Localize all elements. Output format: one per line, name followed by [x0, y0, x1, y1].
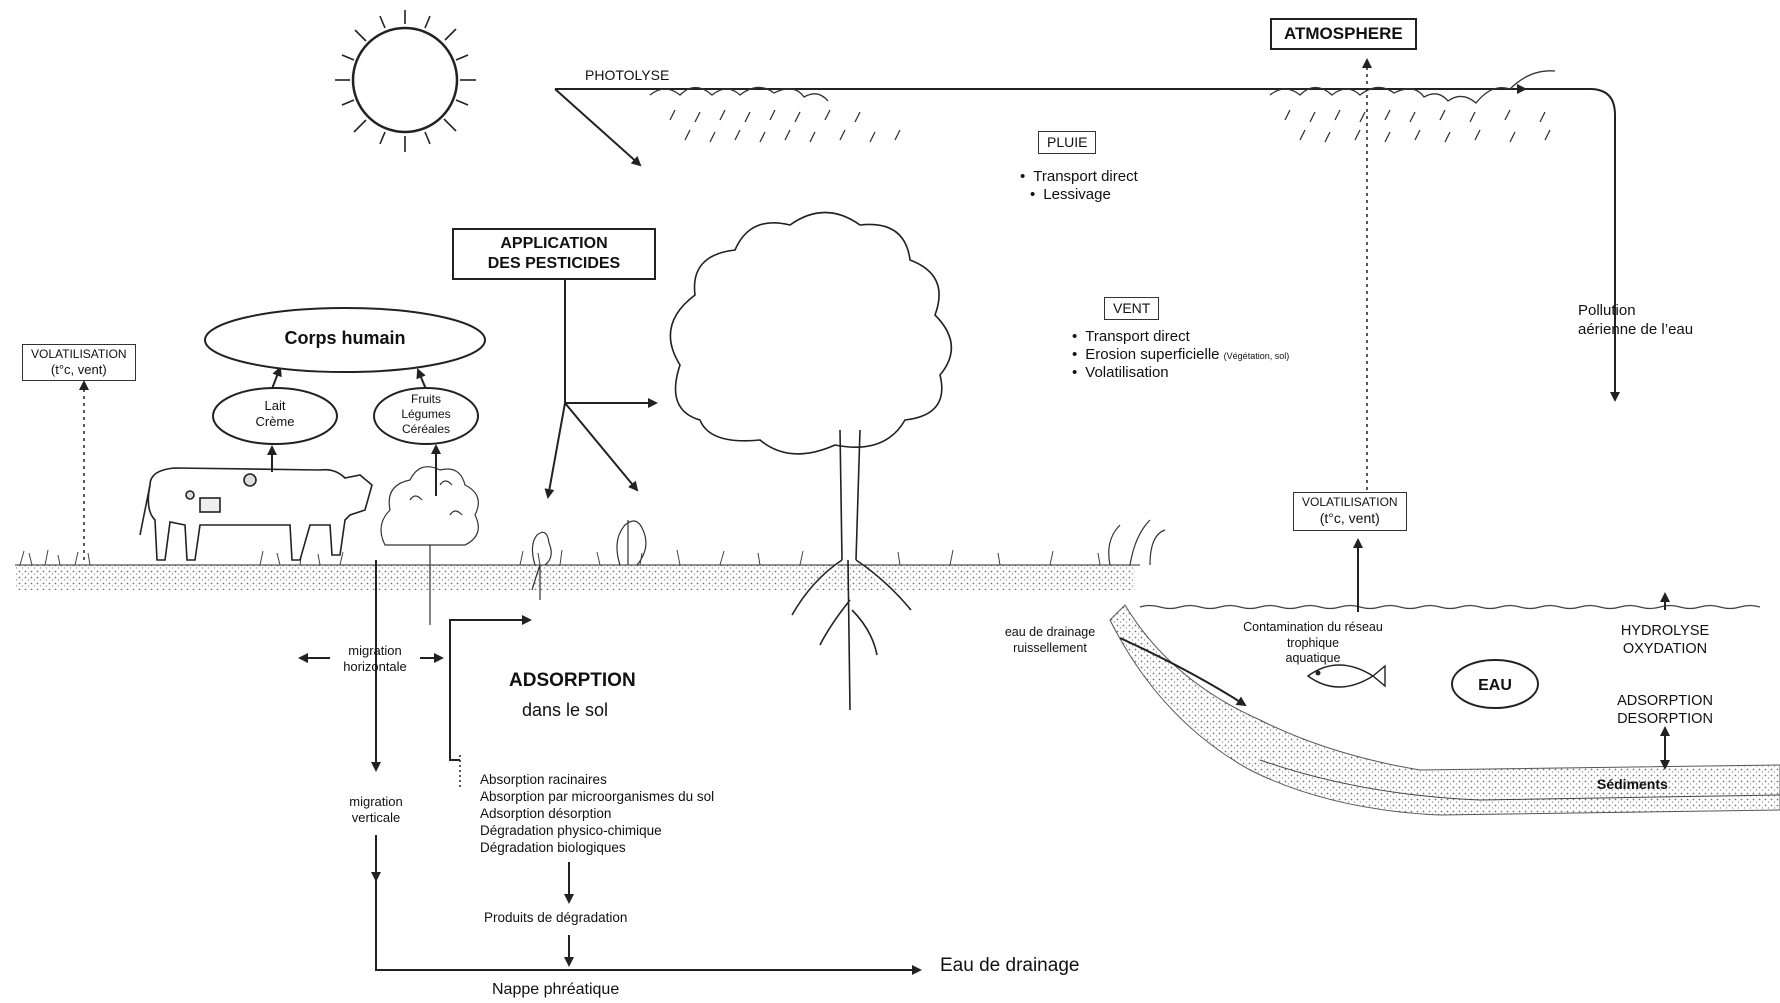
pluie-list: Transport direct Lessivage — [1020, 168, 1138, 204]
pollution-line-2: aérienne de l’eau — [1578, 320, 1694, 338]
volat-right-line-1: VOLATILISATION — [1302, 495, 1398, 509]
pollution-line-1: Pollution — [1578, 302, 1636, 319]
tree-icon — [669, 211, 953, 711]
volatilisation-right-box: VOLATILISATION (t°c, vent) — [1293, 492, 1407, 531]
lait-ellipse — [212, 387, 338, 445]
legumes-line: Légumes — [401, 407, 451, 421]
adsorption-title: ADSORPTION — [509, 670, 636, 691]
creme-line: Crème — [255, 414, 295, 430]
migration-verticale-label: migration verticale — [336, 794, 416, 827]
cow-icon — [139, 467, 373, 561]
hydrolyse-line-2: OXYDATION — [1622, 641, 1708, 658]
eau-drainage-small-line-1: eau de drainage — [1004, 625, 1096, 639]
process-item: Adsorption désorption — [480, 805, 612, 821]
hydrolyse-line-1: HYDROLYSE — [1620, 623, 1710, 639]
corps-humain-ellipse — [204, 307, 486, 373]
migration-horizontale-label: migration horizontale — [330, 643, 420, 676]
fish-icon — [1306, 664, 1386, 688]
vent-note: (Végétation, sol) — [1223, 351, 1290, 361]
processes-list: Absorption racinaires Absorption par mic… — [480, 772, 714, 856]
lait-label: Lait Crème — [235, 398, 315, 431]
nappe-label: Nappe phréatique — [492, 981, 620, 998]
ads-des-line-1: ADSORPTION — [1617, 693, 1713, 709]
process-item: Absorption par microorganismes du sol — [480, 788, 715, 804]
fruits-line: Fruits — [411, 392, 441, 406]
adsorption-desorption-label: ADSORPTION DESORPTION — [1600, 692, 1730, 728]
volatilisation-left-box: VOLATILISATION (t°c, vent) — [22, 344, 136, 382]
volat-right-line-2: (t°c, vent) — [1319, 510, 1380, 526]
migration-v-line-1: migration — [349, 794, 403, 809]
cloud-rain-icon — [649, 70, 1556, 143]
process-item: Dégradation physico-chimique — [480, 822, 662, 838]
pluie-item: Transport direct — [1020, 168, 1137, 186]
lait-line: Lait — [264, 398, 286, 413]
contamination-line-3: aquatique — [1285, 651, 1341, 666]
ads-des-line-2: DESORPTION — [1617, 711, 1713, 728]
adsorption-subtitle: dans le sol — [522, 700, 609, 720]
fruits-ellipse — [373, 387, 479, 445]
application-line-1: APPLICATION — [500, 235, 608, 252]
volat-left-line-2: (t°c, vent) — [50, 362, 107, 377]
sediments-label: Sédiments — [1597, 776, 1668, 792]
corps-humain-label: Corps humain — [284, 328, 406, 348]
vent-item: Erosion superficielle (Végétation, sol) — [1072, 346, 1289, 364]
fruits-label: Fruits Légumes Céréales — [386, 392, 466, 437]
pollution-label: Pollution aérienne de l’eau — [1578, 302, 1693, 340]
photolyse-label: PHOTOLYSE — [585, 67, 670, 83]
cereales-line: Céréales — [401, 422, 451, 436]
produits-label: Produits de dégradation — [484, 910, 628, 925]
migration-h-line-2: horizontale — [343, 659, 407, 675]
sun-icon — [335, 10, 476, 152]
process-item: Dégradation biologiques — [480, 839, 626, 855]
vent-item: Transport direct — [1072, 328, 1289, 346]
pluie-item: Lessivage — [1030, 186, 1138, 204]
eau-drainage-label: Eau de drainage — [940, 955, 1080, 976]
application-box: APPLICATION DES PESTICIDES — [452, 228, 656, 280]
vent-item: Volatilisation — [1072, 364, 1289, 382]
eau-label: EAU — [1478, 677, 1512, 694]
volat-left-line-1: VOLATILISATION — [31, 347, 127, 361]
contamination-line-1: Contamination du réseau — [1243, 620, 1383, 634]
pluie-box: PLUIE — [1038, 131, 1097, 154]
contamination-line-2: trophique — [1286, 635, 1340, 650]
eau-drainage-small-line-2: ruissellement — [1013, 640, 1087, 655]
vent-list: Transport direct Erosion superficielle (… — [1072, 328, 1289, 382]
migration-h-line-1: migration — [348, 643, 402, 658]
contamination-label: Contamination du réseau trophique aquati… — [1228, 620, 1398, 667]
eau-drainage-small-label: eau de drainage ruissellement — [985, 625, 1115, 656]
migration-v-line-2: verticale — [351, 810, 401, 826]
plant-icon — [380, 466, 479, 625]
vent-box: VENT — [1104, 297, 1160, 320]
process-item: Absorption racinaires — [480, 772, 607, 787]
application-line-2: DES PESTICIDES — [487, 255, 621, 272]
hydrolyse-label: HYDROLYSE OXYDATION — [1600, 622, 1730, 658]
eau-ellipse — [1451, 659, 1539, 709]
atmosphere-box: ATMOSPHERE — [1270, 18, 1417, 51]
vent-item-text: Erosion superficielle — [1085, 346, 1220, 363]
